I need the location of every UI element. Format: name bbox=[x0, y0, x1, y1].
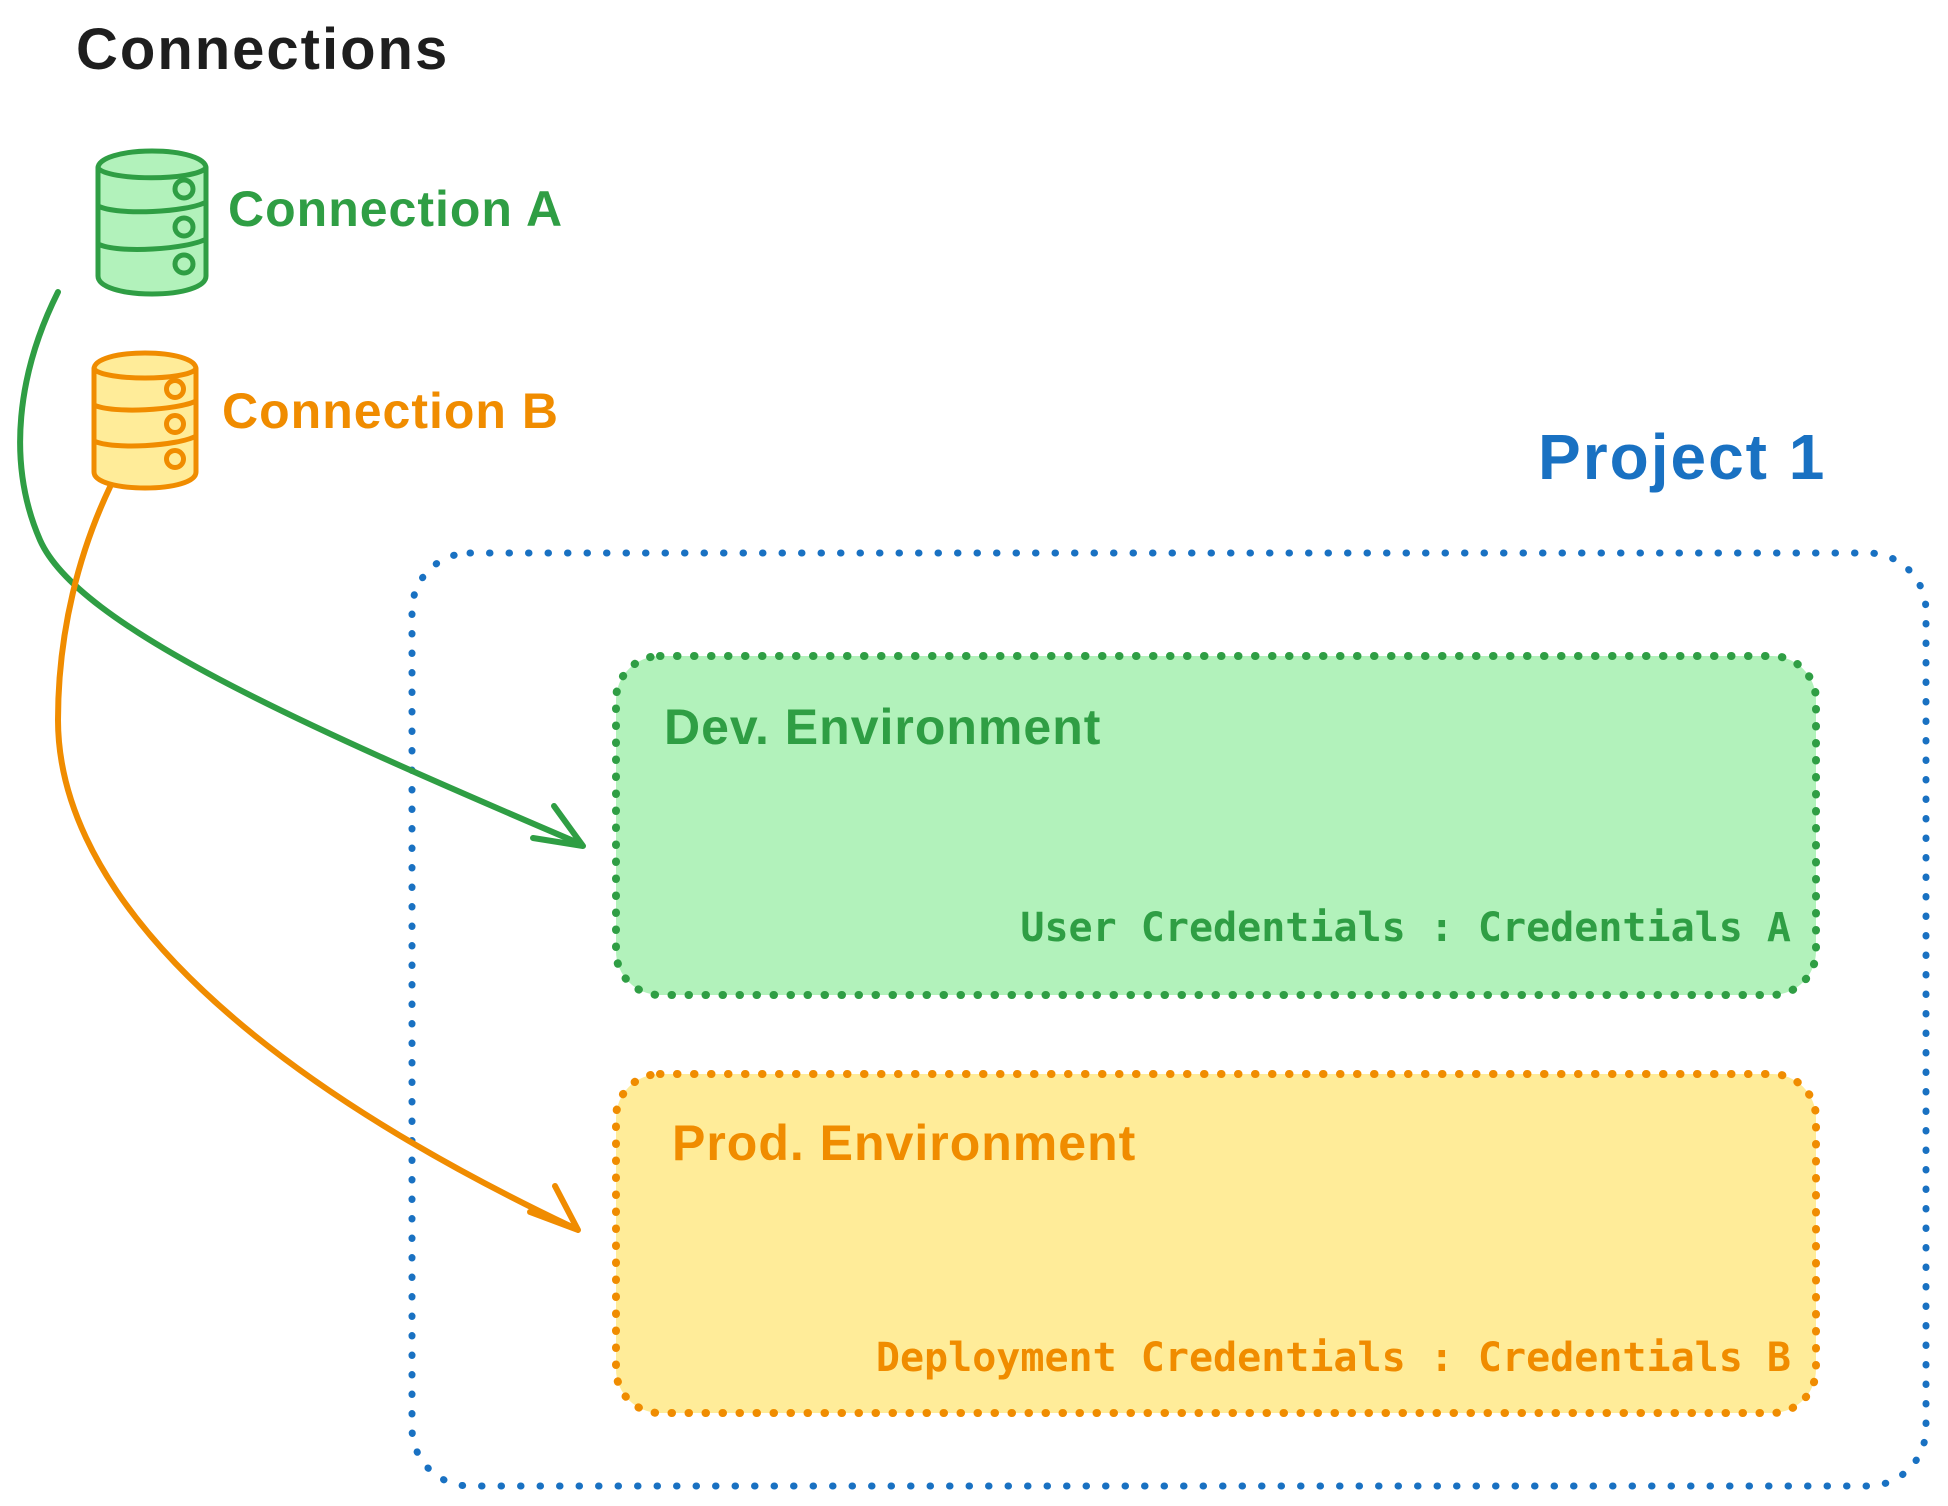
arrow-connection-b-to-prod bbox=[58, 487, 578, 1230]
prod-credentials-text: Deployment Credentials : Credentials B bbox=[875, 1335, 1791, 1381]
dev-environment-title: Dev. Environment bbox=[664, 699, 1102, 755]
prod-environment-title: Prod. Environment bbox=[672, 1115, 1137, 1171]
project-title: Project 1 bbox=[1538, 421, 1827, 493]
connection-b-label: Connection B bbox=[222, 383, 559, 439]
database-icon-connection-b bbox=[94, 353, 196, 488]
connections-title: Connections bbox=[76, 17, 450, 82]
prod-environment-box bbox=[616, 1074, 1816, 1413]
project-box bbox=[412, 553, 1926, 1486]
connection-a-label: Connection A bbox=[228, 181, 564, 237]
dev-environment-box bbox=[616, 656, 1816, 995]
arrow-connection-a-to-dev bbox=[20, 292, 583, 846]
database-icon-connection-a bbox=[98, 151, 206, 294]
dev-credentials-text: User Credentials : Credentials A bbox=[1020, 905, 1791, 951]
